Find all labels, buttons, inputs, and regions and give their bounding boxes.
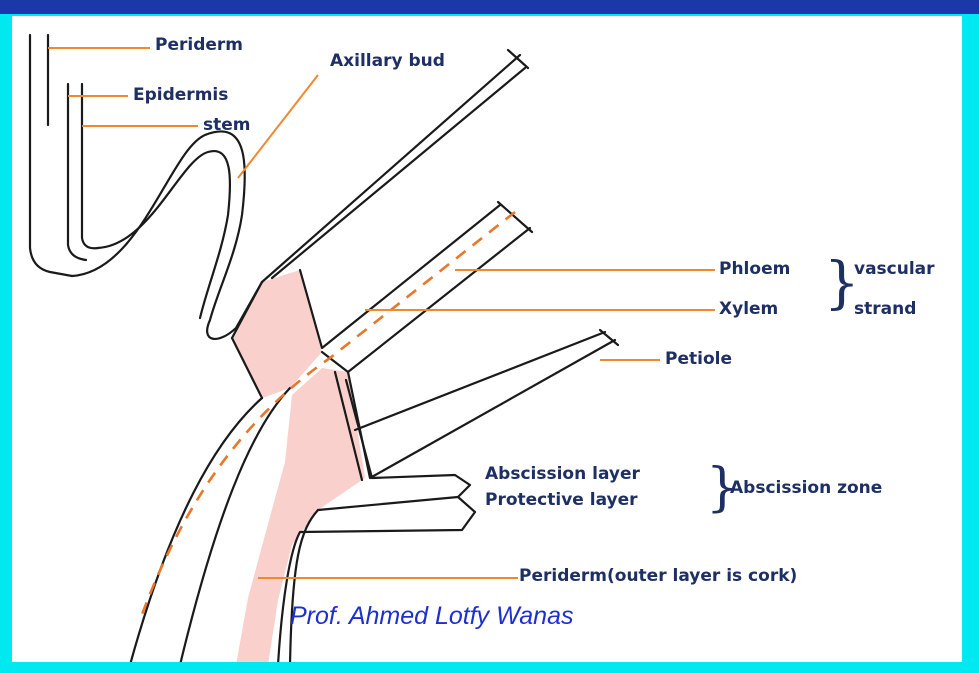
petiole-upper-wall <box>348 340 615 478</box>
label-petiole: Petiole <box>665 349 732 369</box>
label-phloem: Phloem <box>719 259 790 279</box>
label-epidermis: Epidermis <box>133 85 228 105</box>
label-abscission-layer: Abscission layer <box>485 464 640 484</box>
main-branch-lower-wall <box>322 228 530 372</box>
label-axillary-bud: Axillary bud <box>330 51 445 71</box>
protective-layer-line <box>318 497 458 510</box>
author-credit: Prof. Ahmed Lotfy Wanas <box>290 602 573 631</box>
upper-branch-cap <box>508 50 528 68</box>
top-bar <box>0 0 979 14</box>
main-branch-cap <box>498 202 532 232</box>
diagram-panel: Periderm Epidermis stem Axillary bud Phl… <box>12 16 962 662</box>
stem-inner-curve <box>130 398 262 662</box>
label-vascular: vascular <box>854 259 935 279</box>
epidermis-wall-inner <box>82 84 98 248</box>
axillary-bud-outer <box>72 131 262 338</box>
abscission-tissue-upper <box>232 270 322 398</box>
axillary-bud-inner <box>98 151 230 318</box>
upper-branch-inner <box>272 68 525 278</box>
upper-branch-outer <box>262 55 520 282</box>
label-periderm-cork: Periderm(outer layer is cork) <box>519 566 797 586</box>
leaf-abscission-diagram <box>12 16 962 662</box>
label-periderm-top: Periderm <box>155 35 243 55</box>
label-protective-layer: Protective layer <box>485 490 638 510</box>
stem-outer-wall <box>30 35 72 276</box>
label-abscission-zone: Abscission zone <box>730 478 882 498</box>
label-stem: stem <box>203 115 251 135</box>
epidermis-wall-outer <box>68 84 86 260</box>
label-xylem: Xylem <box>719 299 778 319</box>
label-strand: strand <box>854 299 916 319</box>
